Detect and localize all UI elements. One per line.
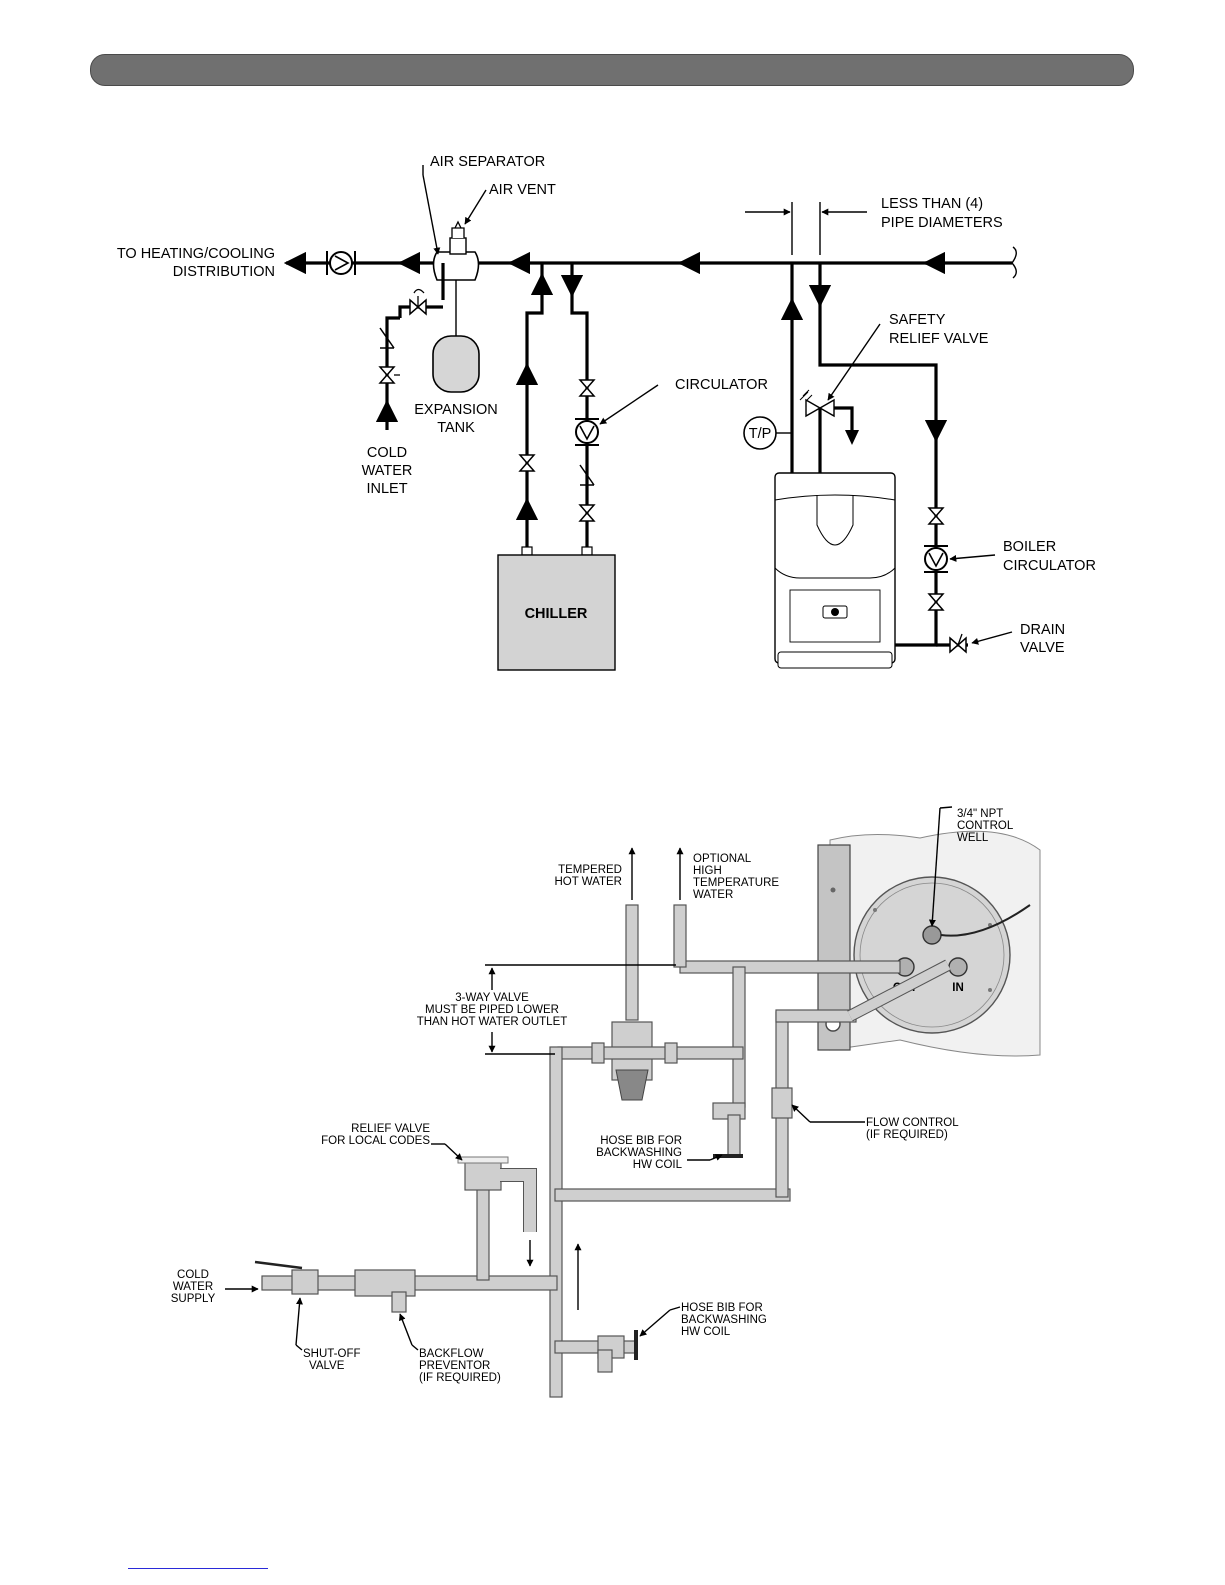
cold-water-supply-label-line3: SUPPLY: [171, 1293, 216, 1305]
tempered-hot-water-label-line1: TEMPERED: [558, 864, 622, 876]
in-label: IN: [952, 982, 964, 994]
cold-water-supply-label-line2: WATER: [173, 1281, 213, 1293]
hose-bib-lower-label-line1: HOSE BIB FOR: [681, 1302, 763, 1314]
tempered-hot-water-label-line2: HOT WATER: [554, 876, 622, 888]
hose-bib-upper-label-line2: BACKWASHING: [596, 1147, 682, 1159]
hose-bib-upper-label-line1: HOSE BIB FOR: [600, 1135, 682, 1147]
air-separator-icon: [432, 220, 480, 281]
relief-valve-label-line2: FOR LOCAL CODES: [321, 1135, 430, 1147]
expansion-tank-icon: [432, 335, 480, 393]
relief-valve-label-line1: RELIEF VALVE: [351, 1123, 430, 1135]
fill-valve-icon: [409, 288, 427, 316]
pipe-break-symbol: [1011, 246, 1017, 279]
control-well-label-line2: CONTROL: [957, 820, 1014, 832]
drain-valve-label-line2: VALVE: [1020, 640, 1065, 656]
optional-high-temp-label-line4: WATER: [693, 889, 733, 901]
safety-relief-label-line2: RELIEF VALVE: [889, 331, 989, 347]
boiler-circulator-icon: [924, 545, 948, 573]
chiller-supply-valve-icon: [518, 454, 536, 472]
flow-control-label-line2: (IF REQUIRED): [866, 1129, 948, 1141]
in-connection-icon: [948, 957, 968, 977]
tp-label: T/P: [749, 426, 772, 442]
less-than-label-line2: PIPE DIAMETERS: [881, 215, 1003, 231]
cold-water-inlet-label-line3: INLET: [366, 481, 407, 497]
cold-water-inlet-label-line1: COLD: [367, 445, 407, 461]
shutoff-valve-label-line1: SHUT-OFF: [303, 1348, 361, 1360]
footer-link-underline: [128, 1568, 268, 1569]
backflow-label-line2: PREVENTOR: [419, 1360, 490, 1372]
chiller-return-valve-2-icon: [578, 504, 596, 522]
control-well-label-line1: 3/4" NPT: [957, 808, 1003, 820]
safety-relief-valve-icon: [799, 389, 859, 473]
hose-bib-lower-label-line3: HW COIL: [681, 1326, 731, 1338]
optional-high-temp-label-line3: TEMPERATURE: [693, 877, 779, 889]
three-way-valve-label-line2: MUST BE PIPED LOWER: [425, 1004, 559, 1016]
optional-high-temp-label-line1: OPTIONAL: [693, 853, 752, 865]
chiller-return-valve-icon: [578, 379, 596, 397]
three-way-valve-label-line3: THAN HOT WATER OUTLET: [417, 1016, 568, 1028]
hose-bib-upper-label-line3: HW COIL: [633, 1159, 683, 1171]
optional-high-temp-label-line2: HIGH: [693, 865, 722, 877]
distribution-pump-icon: [326, 251, 356, 275]
chiller-label: CHILLER: [525, 606, 588, 622]
air-separator-label: AIR SEPARATOR: [430, 154, 545, 170]
flow-control-label-line1: FLOW CONTROL: [866, 1117, 959, 1129]
boiler-isolation-valve-bottom-icon: [927, 593, 945, 611]
drain-valve-icon: [936, 633, 968, 654]
control-well-label-line3: WELL: [957, 832, 989, 844]
three-way-valve-label-line1: 3-WAY VALVE: [455, 992, 529, 1004]
cold-water-supply-label-line1: COLD: [177, 1269, 209, 1281]
isolation-valve-icon: [378, 366, 400, 384]
distribution-label-line1: TO HEATING/COOLING: [117, 246, 275, 262]
header-bar: [90, 54, 1134, 86]
circulator-label: CIRCULATOR: [675, 377, 768, 393]
cold-water-inlet-label-line2: WATER: [362, 463, 413, 479]
hose-bib-lower-label-line2: BACKWASHING: [681, 1314, 767, 1326]
shutoff-valve-label-line2: VALVE: [309, 1360, 345, 1372]
chiller-circulator-icon: [575, 418, 599, 446]
boiler-isolation-valve-top-icon: [927, 507, 945, 525]
control-well-icon: [922, 925, 942, 945]
boiler-circulator-label-line2: CIRCULATOR: [1003, 558, 1096, 574]
indirect-water-heater-piping-diagram: OUT IN: [171, 806, 1041, 1398]
boiler-icon: [774, 472, 896, 669]
less-than-label-line1: LESS THAN (4): [881, 196, 983, 212]
boiler-circulator-label-line1: BOILER: [1003, 539, 1056, 555]
drain-valve-label-line1: DRAIN: [1020, 622, 1065, 638]
hydronic-piping-diagram: CHILLER T/P: [117, 154, 1096, 671]
backflow-label-line3: (IF REQUIRED): [419, 1372, 501, 1384]
distribution-label-line2: DISTRIBUTION: [173, 264, 275, 280]
air-vent-label: AIR VENT: [489, 182, 556, 198]
safety-relief-label-line1: SAFETY: [889, 312, 946, 328]
backflow-label-line1: BACKFLOW: [419, 1348, 484, 1360]
domestic-water-piping: [254, 904, 951, 1398]
chiller-check-valve-icon: [579, 464, 595, 486]
expansion-tank-label-line1: EXPANSION: [414, 402, 498, 418]
check-valve-icon: [379, 327, 395, 349]
expansion-tank-label-line2: TANK: [437, 420, 475, 436]
chiller-box: [497, 554, 616, 671]
